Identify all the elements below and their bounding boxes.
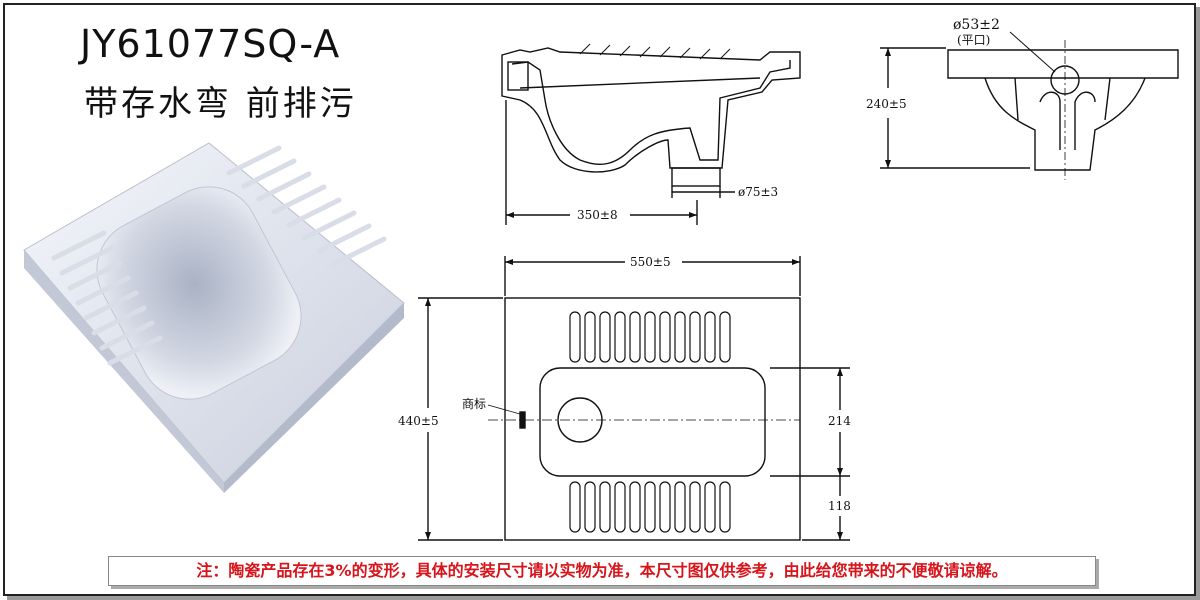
front-elevation-view bbox=[947, 31, 1179, 180]
dim-front-hole-diameter: ø53±2 bbox=[953, 17, 1000, 33]
side-section-view bbox=[501, 43, 801, 198]
trademark-label: 商标 bbox=[462, 396, 486, 411]
model-number: JY61077SQ-A bbox=[80, 22, 341, 66]
plan-view bbox=[487, 297, 801, 541]
dim-length: 440±5 bbox=[398, 414, 439, 428]
product-description: 带存水弯 前排污 bbox=[84, 84, 357, 124]
plan-bowl bbox=[539, 367, 766, 477]
dim-side-depth: 350±8 bbox=[577, 208, 618, 222]
dim-outlet-diameter: ø75±3 bbox=[738, 185, 778, 199]
plan-ribs-top bbox=[569, 311, 731, 363]
dim-bottom-margin: 118 bbox=[828, 499, 851, 513]
dim-front-height: 240±5 bbox=[866, 97, 907, 111]
plan-ribs-bottom bbox=[569, 481, 731, 533]
dim-width: 550±5 bbox=[630, 255, 671, 269]
product-photo bbox=[23, 142, 405, 493]
dim-bowl-width: 214 bbox=[828, 414, 851, 428]
dim-front-hole-note: (平口) bbox=[957, 33, 990, 47]
disclaimer-note: 注：陶瓷产品存在3%的变形，具体的安装尺寸请以实物为准，本尺寸图仅供参考，由此给… bbox=[108, 556, 1096, 586]
